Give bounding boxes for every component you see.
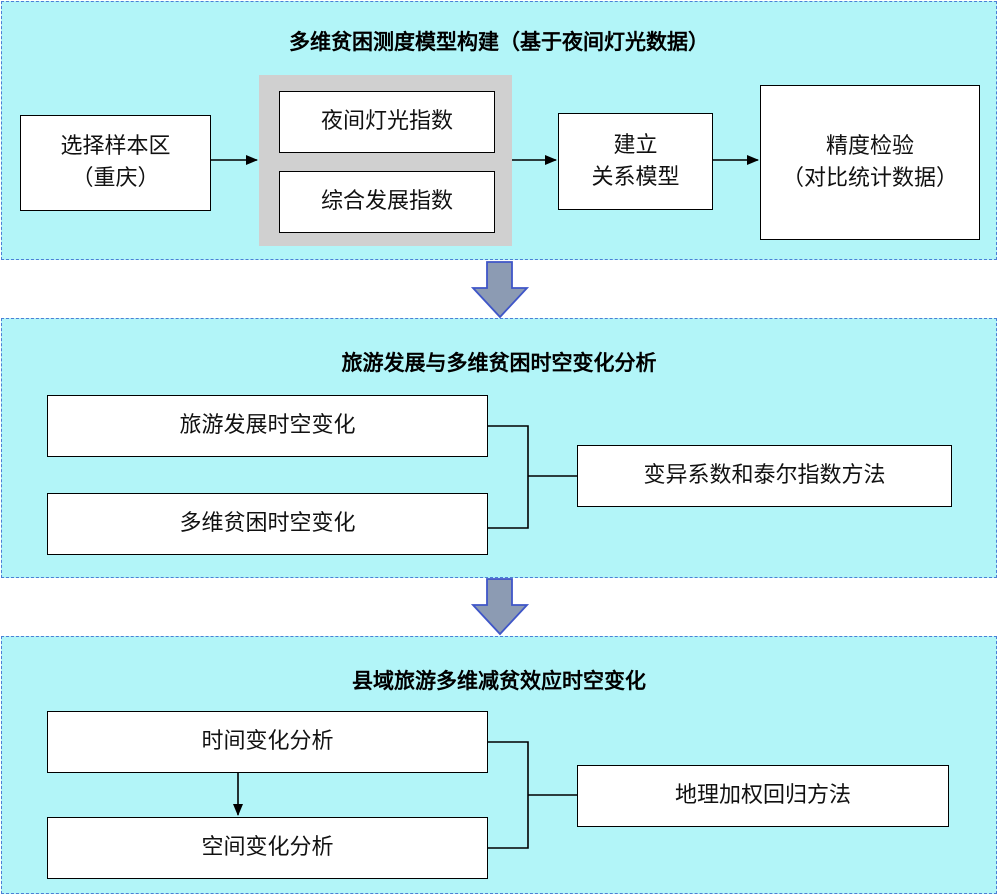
panel-title: 多维贫困测度模型构建（基于夜间灯光数据） <box>289 30 709 54</box>
panel-title: 县域旅游多维减贫效应时空变化 <box>352 669 646 693</box>
accuracy-check-box: 精度检验 （对比统计数据） <box>760 85 980 240</box>
spatial-analysis-label: 空间变化分析 <box>201 835 334 861</box>
bracket-connector-panel3 <box>488 741 577 849</box>
night-light-index-label: 夜间灯光指数 <box>320 109 453 135</box>
spatial-analysis-box: 空间变化分析 <box>47 817 488 879</box>
theil-method-box: 变异系数和泰尔指数方法 <box>577 445 952 507</box>
sample-area-sublabel: （重庆） <box>71 166 160 191</box>
bracket-connector-panel2 <box>488 425 577 529</box>
development-index-box: 综合发展指数 <box>279 171 495 233</box>
build-model-label: 建立 <box>613 132 658 158</box>
tourism-change-label: 旅游发展时空变化 <box>179 413 356 439</box>
development-index-label: 综合发展指数 <box>320 189 453 215</box>
down-arrow-icon <box>470 578 530 636</box>
poverty-change-box: 多维贫困时空变化 <box>47 493 488 555</box>
build-model-box: 建立 关系模型 <box>558 113 713 210</box>
build-model-sublabel: 关系模型 <box>591 164 680 190</box>
tourism-change-box: 旅游发展时空变化 <box>47 395 488 457</box>
sample-area-box: 选择样本区 （重庆） <box>20 115 211 211</box>
gwr-method-label: 地理加权回归方法 <box>674 783 851 809</box>
poverty-change-label: 多维贫困时空变化 <box>179 511 356 537</box>
gwr-method-box: 地理加权回归方法 <box>577 765 949 827</box>
down-arrow-icon <box>470 261 530 319</box>
theil-method-label: 变异系数和泰尔指数方法 <box>643 463 886 489</box>
accuracy-check-label: 精度检验 <box>825 133 914 159</box>
temporal-analysis-label: 时间变化分析 <box>201 729 334 755</box>
night-light-index-box: 夜间灯光指数 <box>279 91 495 153</box>
accuracy-check-sublabel: （对比统计数据） <box>781 165 958 191</box>
sample-area-label: 选择样本区 <box>60 134 171 160</box>
temporal-analysis-box: 时间变化分析 <box>47 711 488 773</box>
panel-title: 旅游发展与多维贫困时空变化分析 <box>341 351 657 375</box>
